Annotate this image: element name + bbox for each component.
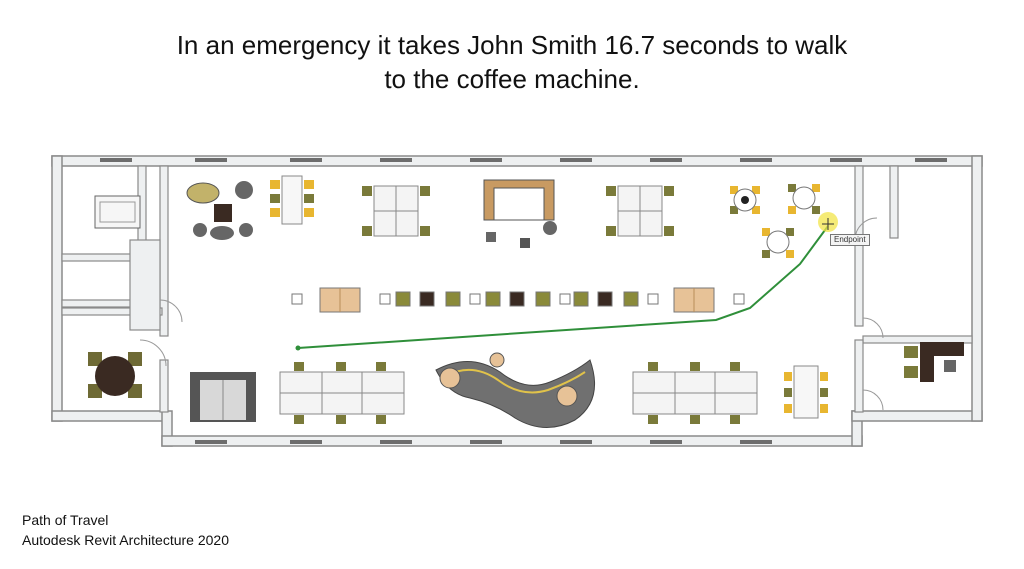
- headline-line-1: In an emergency it takes John Smith 16.7…: [176, 30, 848, 60]
- reception-booth: [483, 179, 557, 248]
- caption-line-2: Autodesk Revit Architecture 2020: [22, 532, 230, 548]
- meeting-table-bottom: [784, 365, 828, 419]
- caption-line-1: Path of Travel: [22, 512, 109, 528]
- desk-cluster-top-2: [606, 185, 674, 237]
- sofa-booth: [190, 372, 256, 422]
- meeting-table-yellow: [270, 175, 314, 225]
- endpoint-tooltip: Endpoint: [830, 234, 870, 246]
- path-start-point: [295, 345, 301, 351]
- crosshair-cursor-icon: [822, 218, 834, 230]
- round-table-left: [88, 352, 142, 398]
- storage-cabinet: [94, 195, 141, 229]
- office-desk: [904, 342, 964, 382]
- windows: [100, 158, 947, 444]
- curved-reception-desk: [435, 352, 596, 429]
- central-seating-row: [291, 287, 745, 313]
- caption: Path of Travel Autodesk Revit Architectu…: [22, 510, 229, 550]
- desk-cluster-bottom-2: [632, 362, 758, 424]
- path-of-travel: [297, 225, 829, 349]
- headline: In an emergency it takes John Smith 16.7…: [0, 28, 1024, 96]
- desk-cluster-bottom-1: [279, 362, 405, 424]
- outer-walls: [51, 155, 983, 447]
- headline-line-2: to the coffee machine.: [384, 64, 640, 94]
- interior-walls: [61, 165, 973, 413]
- desk-cluster-top-1: [362, 185, 430, 237]
- lounge-area: [186, 181, 253, 240]
- cafe-tables: [730, 184, 820, 258]
